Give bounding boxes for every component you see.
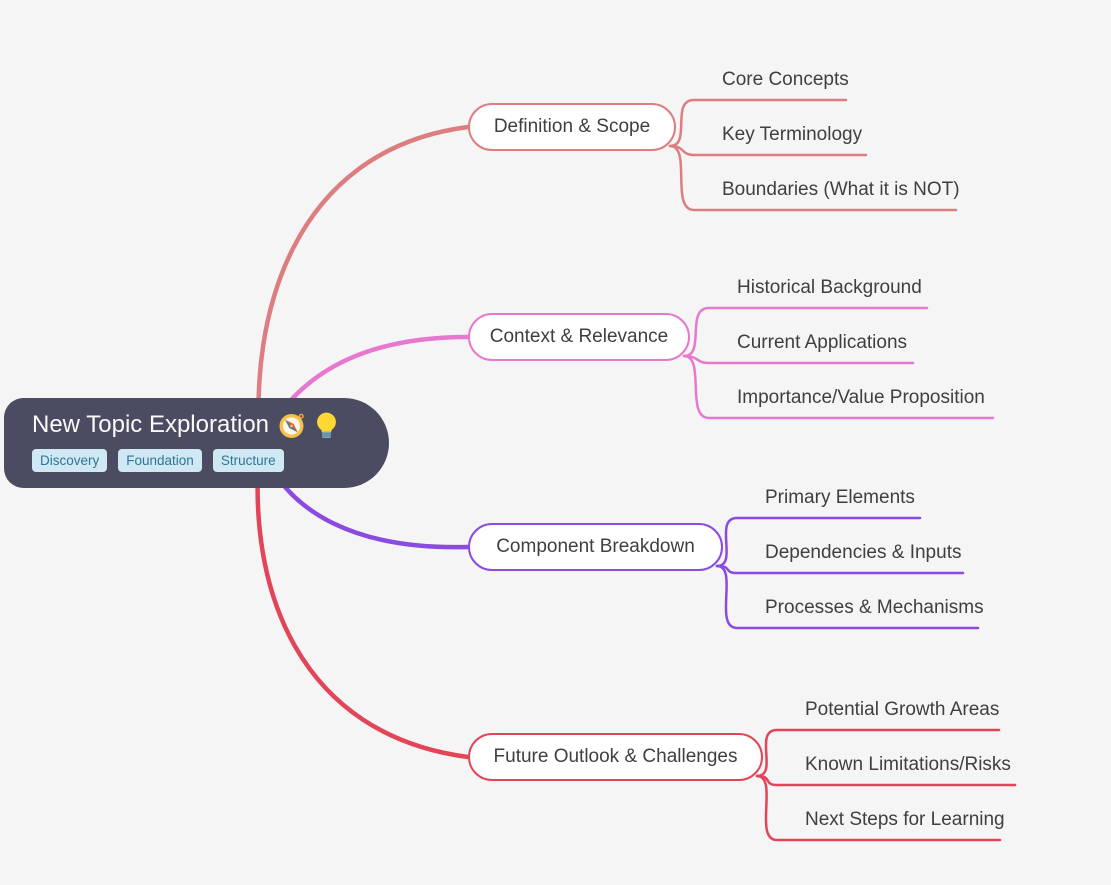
leaf-known-limitations[interactable]: Known Limitations/Risks	[805, 754, 1011, 775]
link-potential-growth	[755, 728, 1001, 778]
link-root-definition-scope	[256, 124, 471, 446]
link-importance-value	[682, 354, 995, 420]
branch-label: Component Breakdown	[496, 536, 695, 557]
branch-definition-scope[interactable]: Definition & Scope	[468, 103, 676, 151]
leaf-core-concepts[interactable]: Core Concepts	[722, 69, 849, 90]
tag-foundation: Foundation	[118, 449, 202, 472]
branch-component-breakdown[interactable]: Component Breakdown	[468, 523, 723, 571]
branch-future-outlook[interactable]: Future Outlook & Challenges	[468, 733, 763, 781]
link-core-concepts	[668, 98, 848, 148]
root-title-text: New Topic Exploration	[32, 411, 270, 438]
leaf-key-terminology[interactable]: Key Terminology	[722, 124, 863, 145]
leaf-primary-elements[interactable]: Primary Elements	[765, 487, 915, 508]
leaf-processes-mechanisms[interactable]: Processes & Mechanisms	[765, 597, 984, 618]
link-historical-background	[682, 306, 929, 358]
leaf-boundaries[interactable]: Boundaries (What it is NOT)	[722, 179, 960, 200]
tag-structure: Structure	[212, 449, 284, 472]
branch-label: Definition & Scope	[493, 116, 651, 137]
leaf-current-applications[interactable]: Current Applications	[737, 332, 908, 353]
root-title: New Topic Exploration	[32, 409, 365, 441]
leaf-potential-growth[interactable]: Potential Growth Areas	[805, 699, 1000, 720]
branch-context-relevance[interactable]: Context & Relevance	[468, 313, 690, 361]
lightbulb-emoji-icon	[317, 412, 336, 438]
root-tags: Discovery Foundation Structure	[32, 449, 365, 472]
leaf-importance-value[interactable]: Importance/Value Proposition	[737, 387, 985, 408]
link-next-steps	[755, 774, 1002, 842]
link-primary-elements	[715, 516, 922, 568]
link-dependencies-inputs	[715, 564, 965, 575]
tag-discovery: Discovery	[32, 449, 108, 472]
link-current-applications	[682, 354, 915, 365]
compass-emoji-icon	[279, 413, 304, 438]
branch-label: Future Outlook & Challenges	[493, 746, 738, 767]
leaf-dependencies-inputs[interactable]: Dependencies & Inputs	[765, 542, 962, 563]
branch-label: Context & Relevance	[489, 326, 669, 347]
leaf-next-steps[interactable]: Next Steps for Learning	[805, 809, 1005, 830]
link-root-future-outlook	[255, 440, 471, 760]
root-node[interactable]: New Topic Exploration Discovery Foundati…	[4, 398, 389, 488]
leaf-historical-background[interactable]: Historical Background	[737, 277, 922, 298]
link-processes-mechanisms	[715, 564, 980, 630]
link-boundaries	[668, 144, 958, 212]
